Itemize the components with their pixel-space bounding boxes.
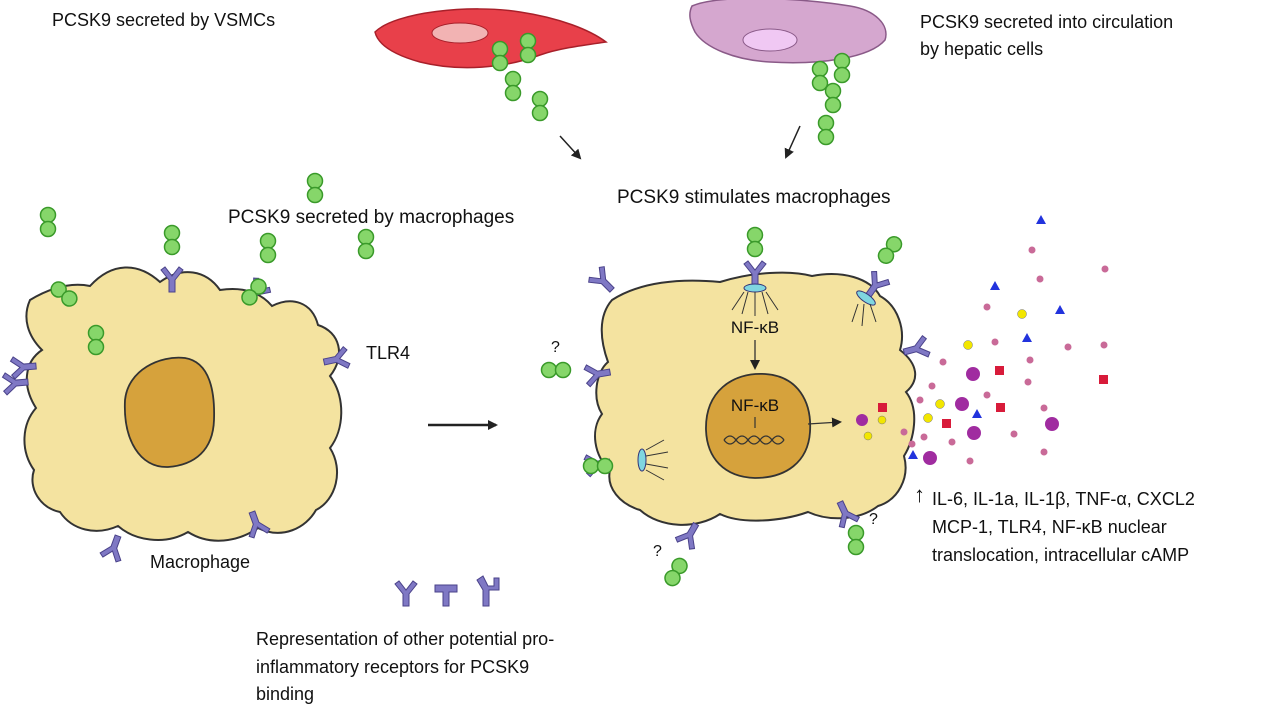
question-mark: ?: [869, 511, 878, 528]
pcsk9-dimer-icon: [847, 524, 865, 556]
pcsk9-dimer-icon: [661, 554, 691, 590]
legend-receptor-hook-icon: [476, 575, 500, 607]
stimulates-label: PCSK9 stimulates macrophages: [617, 187, 891, 208]
pcsk9-dimer-icon: [833, 52, 851, 84]
arrow-vsmc-to-macrophage: [559, 135, 582, 160]
pcsk9-dimer-icon: [306, 172, 324, 204]
outcome-line3: translocation, intracellular cAMP: [932, 545, 1190, 565]
arrow-hepatic-to-macrophage: [784, 125, 801, 159]
question-mark: ?: [653, 543, 662, 560]
macrophage-stimulated: [594, 271, 916, 526]
pcsk9-dimer-icon: [824, 82, 842, 114]
legend-receptor-y-icon: [394, 580, 418, 607]
outcome-line1: IL-6, IL-1a, IL-1β, TNF-α, CXCL2: [932, 489, 1195, 509]
secreted-by-macrophages-label: PCSK9 secreted by macrophages: [228, 207, 515, 228]
legend-receptor-t-icon: [434, 584, 458, 607]
nfkb-nucleus-label: NF-κB: [731, 396, 779, 415]
receptor-icon: [98, 531, 129, 564]
secreted-cytokines: [900, 215, 1109, 465]
receptors-caption-line3: binding: [256, 684, 315, 704]
pcsk9-dimer-icon: [39, 206, 57, 238]
macrophage-left: [23, 266, 343, 542]
hepatic-label-line1: PCSK9 secreted into circulation: [920, 12, 1174, 32]
pcsk9-dimer-icon: [746, 226, 764, 258]
pcsk9-dimer-icon: [811, 60, 829, 92]
pcsk9-dimer-icon: [540, 361, 572, 379]
vsmc-label: PCSK9 secreted by VSMCs: [52, 10, 276, 30]
nucleus-stimulated: [705, 373, 812, 479]
hepatic-label-line2: by hepatic cells: [920, 39, 1044, 59]
receptors-caption-line1: Representation of other potential pro-: [256, 629, 555, 649]
receptor-icon: [586, 264, 621, 299]
outcome-line2: MCP-1, TLR4, NF-κB nuclear: [932, 517, 1167, 537]
question-mark: ?: [551, 339, 560, 356]
macrophage-label: Macrophage: [150, 552, 251, 572]
pcsk9-dimer-icon: [259, 232, 277, 264]
tlr4-label: TLR4: [366, 343, 411, 363]
pcsk9-dimer-icon: [163, 224, 181, 256]
pcsk9-dimer-icon: [504, 70, 522, 102]
hepatic-cell: [689, 0, 887, 64]
pcsk9-dimer-icon: [874, 233, 906, 267]
receptors-caption-line2: inflammatory receptors for PCSK9: [256, 657, 530, 677]
increase-arrow: ↑: [914, 482, 925, 507]
nucleus: [124, 356, 216, 468]
nfkb-cytoplasm-label: NF-κB: [731, 318, 779, 337]
pcsk9-dimer-icon: [357, 228, 375, 260]
vsmc-cell: [374, 8, 608, 69]
pcsk9-dimer-icon: [531, 90, 549, 122]
dna-icon: [723, 435, 785, 445]
pcsk9-dimer-icon: [817, 114, 835, 146]
